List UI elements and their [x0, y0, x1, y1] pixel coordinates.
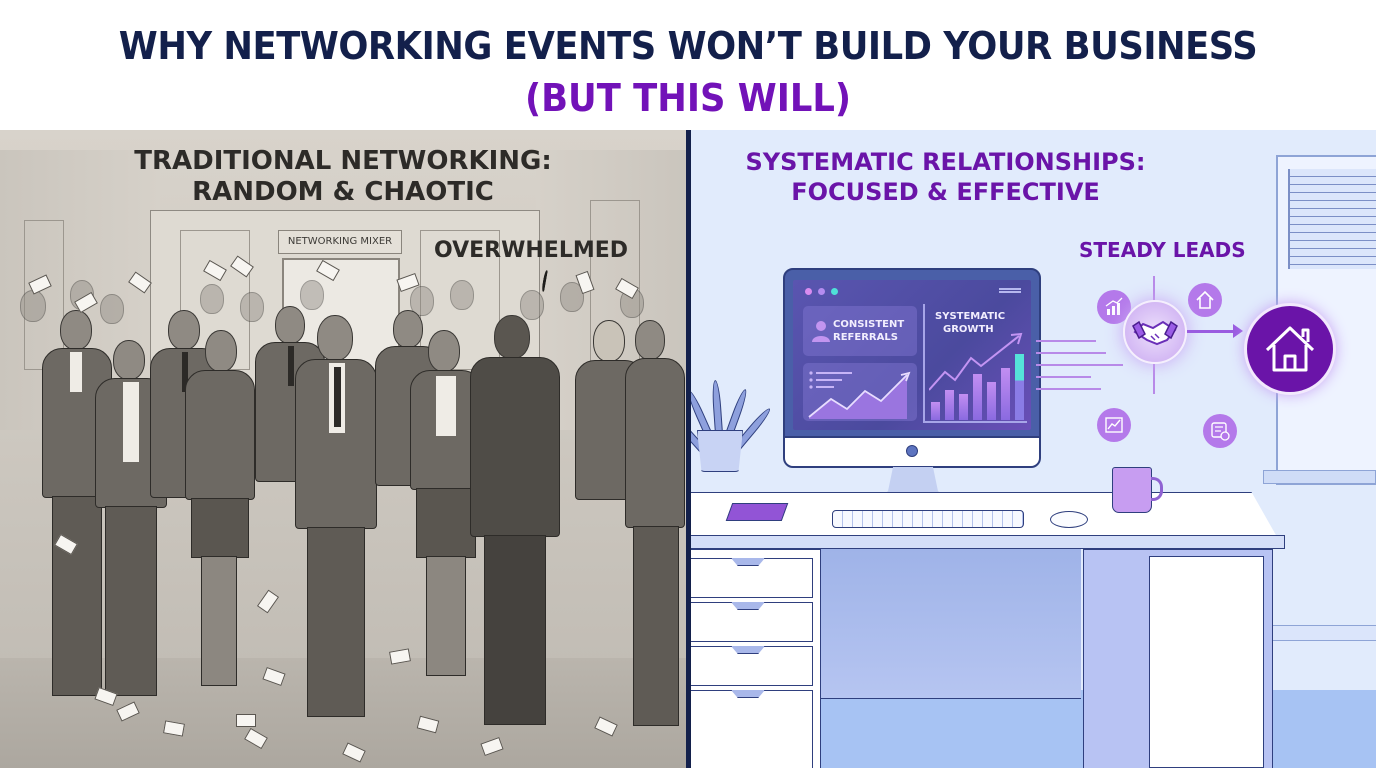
house-node: [1188, 283, 1222, 317]
bar-chart-icon: [1105, 297, 1123, 315]
coffee-mug: [1112, 467, 1163, 513]
panel-divider: [686, 130, 691, 768]
monitor-logo-icon: [906, 445, 918, 457]
document-icon: [1211, 422, 1230, 441]
drawer[interactable]: [691, 602, 813, 642]
mug-handle: [1151, 477, 1163, 501]
drawer-handle[interactable]: [731, 646, 765, 654]
home-target: [1244, 303, 1336, 395]
window-sill: [1263, 470, 1376, 484]
plant-pot: [697, 430, 743, 472]
right-heading-line1: SYSTEMATIC RELATIONSHIPS:: [745, 148, 1146, 176]
trend-arrow-icon: [929, 332, 1023, 391]
dashboard-screen: CONSISTENT REFERRALS SYSTEMATIC GROWTH: [793, 280, 1031, 430]
title-banner: WHY NETWORKING EVENTS WON’T BUILD YOUR B…: [0, 0, 1376, 130]
growth-bar-chart: [929, 332, 1027, 420]
chart-axis: [923, 421, 1027, 423]
subtitle: (BUT THIS WILL): [524, 76, 852, 120]
left-heading-line2: RANDOM & CHAOTIC: [192, 177, 494, 207]
trend-node: [1097, 408, 1131, 442]
plant: [691, 379, 773, 453]
document-node: [1203, 414, 1237, 448]
steady-leads-label: STEADY LEADS: [1079, 238, 1246, 262]
growth-label-2: GROWTH: [943, 324, 994, 335]
area-chart-icon: [808, 371, 911, 419]
growth-label-1: SYSTEMATIC: [935, 311, 1006, 322]
handshake-hub: [1123, 300, 1187, 364]
connection-line: [1036, 388, 1101, 390]
connection-line: [1036, 340, 1096, 342]
drawer-handle[interactable]: [731, 690, 765, 698]
overwhelmed-label: OVERWHELMED: [434, 238, 629, 263]
drawer-unit: [691, 549, 821, 768]
computer-monitor: CONSISTENT REFERRALS SYSTEMATIC GROWTH: [783, 268, 1041, 468]
drawer[interactable]: [691, 690, 813, 768]
window-dots: [805, 288, 838, 295]
connection-line: [1036, 376, 1091, 378]
connection-line: [1036, 352, 1106, 354]
house-icon: [1265, 326, 1315, 372]
baseboard: [1273, 625, 1376, 641]
drawer-handle[interactable]: [731, 558, 765, 566]
main-title: WHY NETWORKING EVENTS WON’T BUILD YOUR B…: [118, 24, 1258, 68]
desk-edge: [691, 535, 1285, 549]
systematic-relationships-panel: SYSTEMATIC RELATIONSHIPS: FOCUSED & EFFE…: [691, 130, 1376, 768]
person-icon: [812, 321, 830, 342]
cabinet-door[interactable]: [1149, 556, 1264, 768]
traditional-networking-panel: TRADITIONAL NETWORKING: RANDOM & CHAOTIC…: [0, 130, 686, 768]
window-blinds: [1288, 169, 1376, 269]
desk-cabinet: [1083, 549, 1273, 768]
referrals-label-2: REFERRALS: [833, 332, 898, 343]
connection-line: [1153, 364, 1155, 394]
handshake-icon: [1132, 320, 1178, 346]
drawer-handle[interactable]: [731, 602, 765, 610]
networking-mixer-sign: NETWORKING MIXER: [278, 230, 402, 254]
trend-chart-icon: [1105, 417, 1123, 433]
referrals-label-1: CONSISTENT: [833, 319, 905, 330]
business-card: [256, 589, 280, 614]
monitor-chin: [785, 436, 1039, 466]
drawer[interactable]: [691, 558, 813, 598]
mini-area-chart: [803, 363, 917, 421]
left-heading-line1: TRADITIONAL NETWORKING:: [134, 146, 552, 176]
right-heading-line2: FOCUSED & EFFECTIVE: [791, 178, 1100, 206]
connection-line: [1036, 364, 1123, 366]
mouse: [1050, 511, 1088, 528]
connection-line: [1153, 276, 1155, 300]
notebook: [725, 503, 789, 521]
desk-kneespace: [821, 549, 1081, 699]
chart-axis: [923, 304, 925, 422]
referrals-card: CONSISTENT REFERRALS: [803, 306, 917, 356]
house-icon: [1196, 290, 1214, 309]
keyboard: [832, 510, 1024, 528]
arrow-icon: [1187, 324, 1243, 338]
menu-icon: [999, 288, 1021, 293]
business-card: [236, 714, 256, 727]
drawer[interactable]: [691, 646, 813, 686]
